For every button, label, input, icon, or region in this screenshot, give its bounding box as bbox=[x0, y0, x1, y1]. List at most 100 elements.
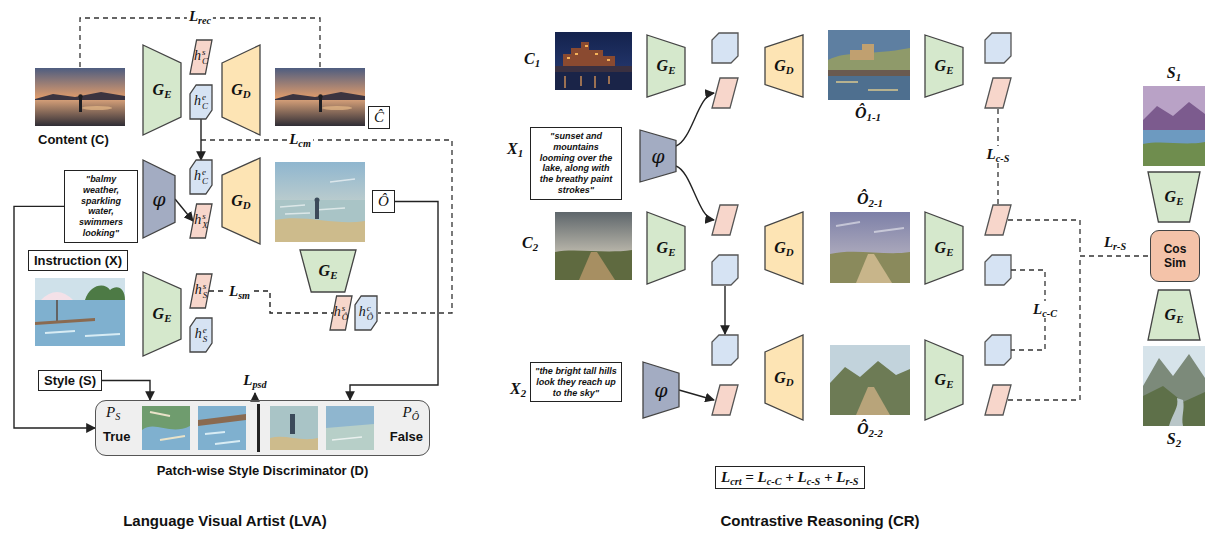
image-label: Ô2-1 bbox=[855, 190, 885, 208]
node-text: hCs bbox=[194, 48, 208, 66]
connector bbox=[175, 199, 193, 221]
text-part: Ôc bbox=[367, 304, 374, 322]
text-part: G bbox=[319, 262, 331, 279]
encoder: GE bbox=[1148, 172, 1200, 222]
style-latent: hXs bbox=[190, 204, 212, 238]
shape-fill bbox=[925, 35, 963, 97]
text-part: Ô bbox=[857, 190, 869, 207]
shape-fill bbox=[330, 296, 352, 330]
text-part: G bbox=[1165, 306, 1177, 323]
text-part: D bbox=[786, 375, 794, 387]
text-part: + bbox=[824, 469, 833, 485]
text-part: G bbox=[657, 239, 669, 256]
art-g bbox=[998, 109, 1150, 400]
text-part: Ô bbox=[367, 313, 374, 322]
style-latent: hSs bbox=[190, 274, 212, 308]
image-label: Ô2-2 bbox=[855, 420, 885, 438]
text-part: P bbox=[402, 404, 411, 420]
text-part: h bbox=[194, 212, 201, 227]
art-use bbox=[275, 68, 365, 126]
text-part: 2 bbox=[533, 241, 538, 253]
text-part: G bbox=[153, 305, 165, 322]
text-part: e bbox=[203, 326, 208, 335]
text-part: crt bbox=[730, 476, 741, 487]
node-text: Lcrt = Lc-C + Lc-S + Lr-S bbox=[721, 469, 859, 486]
text-part: E bbox=[946, 378, 953, 390]
text-part: E bbox=[164, 88, 171, 100]
input-label: Content (C) bbox=[36, 132, 111, 147]
art-polygon bbox=[712, 205, 738, 235]
art-path bbox=[332, 437, 362, 440]
art-rect bbox=[35, 278, 125, 346]
style-latent: hÔs bbox=[330, 296, 352, 330]
node-text: hCe bbox=[194, 168, 208, 186]
loss-label: Lpsd bbox=[241, 372, 268, 389]
art-polygon bbox=[712, 335, 738, 365]
node-text: φ bbox=[654, 379, 667, 401]
shape-fill bbox=[143, 45, 181, 135]
text-part: h bbox=[194, 48, 201, 63]
text-part: C bbox=[202, 57, 208, 66]
encoder: GE bbox=[143, 45, 181, 135]
text-part: h bbox=[194, 93, 201, 108]
text-part: C bbox=[522, 234, 533, 251]
decoder: GD bbox=[222, 45, 260, 135]
text-part: s bbox=[203, 282, 208, 291]
node-text: GE bbox=[657, 239, 676, 257]
discriminator-text: False bbox=[390, 429, 423, 444]
text-part: C bbox=[524, 50, 535, 67]
art-polygon bbox=[712, 255, 738, 285]
text-part: E bbox=[668, 246, 675, 258]
text-part: E bbox=[946, 64, 953, 76]
art-rect bbox=[95, 400, 430, 456]
text-encoder: φ bbox=[640, 130, 676, 182]
text-part: L bbox=[229, 283, 238, 299]
node-text: Cos Sim bbox=[1155, 242, 1195, 270]
text-part: c-S bbox=[996, 153, 1010, 164]
text-part: D bbox=[786, 246, 794, 258]
decoder: GD bbox=[765, 35, 803, 97]
art-g bbox=[712, 33, 1011, 415]
loss-label: Lrec bbox=[187, 8, 213, 25]
art-polygon bbox=[985, 385, 1011, 415]
node-text: hSs bbox=[195, 282, 208, 300]
art-path bbox=[1011, 270, 1045, 350]
decoder: GD bbox=[765, 212, 803, 284]
art-path bbox=[150, 412, 185, 440]
art-rect bbox=[1143, 86, 1205, 166]
art-g bbox=[555, 212, 632, 280]
text-part: D bbox=[243, 88, 251, 100]
text-part: E bbox=[330, 269, 337, 281]
text-part: h bbox=[194, 168, 201, 183]
text-part: E bbox=[164, 312, 171, 324]
shape-fill bbox=[765, 335, 803, 420]
node-text: GE bbox=[657, 57, 676, 75]
instruction-text: "the bright tall hills look they reach u… bbox=[530, 362, 622, 402]
text-part: Lr-S bbox=[836, 469, 858, 485]
shape-fill bbox=[190, 40, 212, 74]
text-part: L bbox=[836, 469, 845, 485]
text-part: Ôs bbox=[342, 304, 349, 322]
shape-fill bbox=[300, 250, 356, 292]
node-text: GE bbox=[1165, 188, 1184, 206]
text-part: L bbox=[289, 131, 298, 147]
text-part: h bbox=[195, 326, 202, 341]
text-part: G bbox=[935, 371, 947, 388]
art-path bbox=[270, 437, 318, 450]
output-label: Ĉ bbox=[368, 106, 390, 129]
encoder: GE bbox=[1148, 290, 1200, 340]
art-g bbox=[555, 32, 632, 90]
shape-outline bbox=[330, 296, 352, 330]
art-path bbox=[850, 44, 874, 60]
art-polygon bbox=[712, 33, 738, 63]
shape-fill bbox=[765, 212, 803, 284]
text-part: Lc-C bbox=[758, 469, 782, 485]
decoder: GD bbox=[222, 158, 260, 244]
loss-label: Lcm bbox=[287, 131, 313, 148]
art-path bbox=[724, 286, 725, 334]
input-label: Instruction (X) bbox=[28, 250, 128, 271]
content-latent: hCe bbox=[190, 85, 212, 119]
node-text: GE bbox=[935, 57, 954, 75]
text-part: s bbox=[202, 48, 208, 57]
loss-label: Lsm bbox=[227, 283, 252, 300]
